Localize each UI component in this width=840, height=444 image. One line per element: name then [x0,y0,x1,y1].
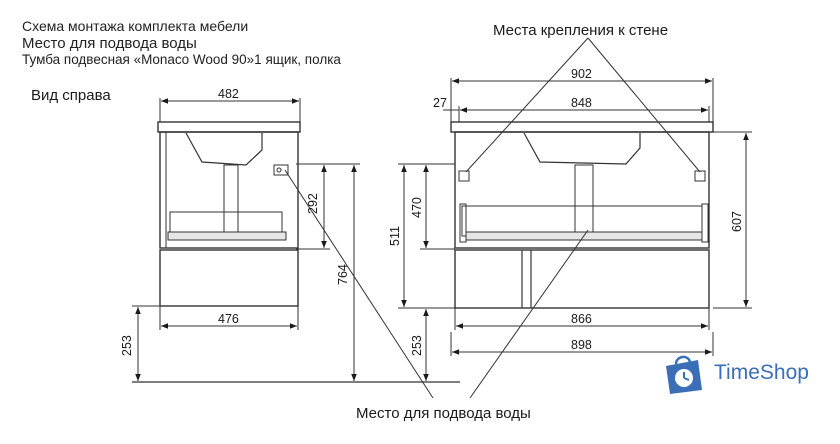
dim-side-floor-gap: 253 [120,335,134,356]
front-cabinet-body [454,131,710,249]
side-countertop [157,121,301,133]
front-view [450,121,714,309]
dim-side-total-height: 764 [336,264,350,285]
diagram-subtitle: Место для подвода воды [22,35,197,52]
dim-front-floor-gap: 253 [410,335,424,356]
dim-side-bottom-width: 476 [218,312,239,326]
front-lower-section [454,249,710,309]
side-fixture [273,164,289,176]
left-wall-mount [458,170,470,182]
front-countertop [450,121,714,133]
bag-clock-icon [666,355,702,394]
front-dimension-lines [360,78,752,383]
side-view-label: Вид справа [31,87,111,104]
dim-front-side-height: 607 [730,211,744,232]
dim-side-drain-height: 292 [306,193,320,214]
side-wall-strip [159,131,167,249]
diagram-title: Схема монтажа комплекта мебели [22,18,249,34]
front-siphon [574,164,594,234]
right-wall-mount [694,170,706,182]
side-tray-shelf [167,231,287,241]
dim-front-top-width: 902 [571,67,592,81]
callout-leaders [284,37,701,399]
wall-mount-callout: Места крепления к стене [493,22,669,39]
side-drawer [159,249,299,307]
front-basin [523,132,641,165]
side-dimension-lines [132,98,360,383]
side-siphon [223,164,239,234]
dim-front-offset: 27 [433,96,447,110]
side-cabinet-body [159,131,299,249]
dim-side-top-width: 482 [218,87,239,101]
dim-front-inner-width: 848 [571,96,592,110]
side-basin [185,132,263,166]
product-name: Тумба подвесная «Monaco Wood 90»1 ящик, … [22,52,341,67]
water-supply-callout: Место для подвода воды [356,405,531,422]
dim-front-body-height: 511 [388,226,402,246]
timeshop-logo[interactable]: TimeShop [662,352,832,396]
dim-front-bottom-width: 866 [571,312,592,326]
dim-front-overall-bottom: 898 [571,338,592,352]
logo-text: TimeShop [714,361,809,384]
dim-front-drain-height: 470 [410,197,424,218]
dimension-labels: 482 476 292 764 253 902 848 27 866 898 5… [120,67,744,356]
side-view [157,121,301,307]
